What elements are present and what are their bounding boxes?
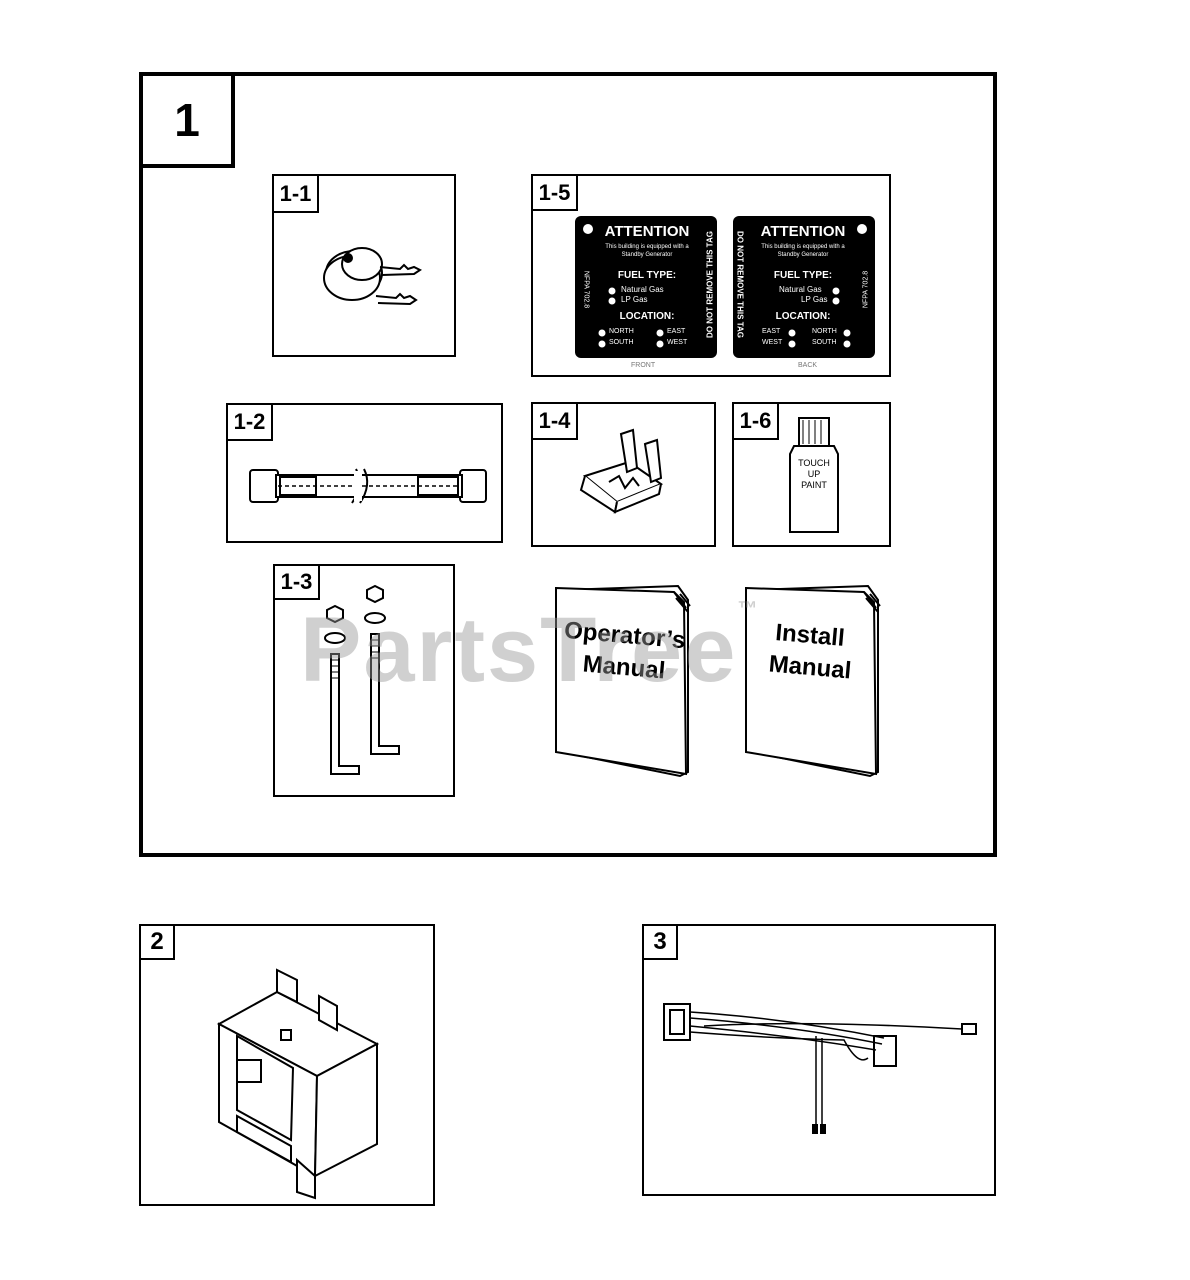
item-1-6-label: 1-6 [732, 402, 779, 440]
tag-back-loc-2: NORTH [812, 328, 837, 335]
tag-back-fuel-2: LP Gas [801, 295, 828, 304]
item-1-1-label: 1-1 [272, 174, 319, 213]
section-3-label: 3 [642, 924, 678, 960]
section-3-panel[interactable]: 3 [642, 924, 996, 1196]
operators-manual[interactable]: Operator’s Manual [550, 582, 695, 778]
tag-front-loc-1: NORTH [609, 328, 634, 335]
tag-back-caption: BACK [798, 362, 818, 369]
tag-back-loc-3: WEST [762, 339, 783, 346]
item-1-3-label: 1-3 [273, 564, 320, 600]
manual-book-icon [745, 584, 881, 778]
tag-front-side-text: DO NOT REMOVE THIS TAG [705, 231, 715, 338]
wire-harness-icon [663, 1003, 977, 1134]
paint-label-3: PAINT [801, 480, 827, 490]
item-1-4-panel[interactable]: 1-4 [531, 402, 716, 547]
item-1-3-panel[interactable]: 1-3 [273, 564, 455, 797]
breaker-module-icon [216, 968, 380, 1200]
tag-back-fuel-1: Natural Gas [779, 285, 822, 294]
tag-back-loc-1: EAST [762, 328, 781, 335]
tag-front-subtitle-2: Standby Generator [621, 252, 673, 258]
item-1-6-panel[interactable]: 1-6 TOUCH UP PAINT [732, 402, 891, 547]
tag-back-standard: NFPA 702.8 [862, 270, 870, 309]
tag-back-loc-4: SOUTH [812, 339, 837, 346]
section-2-panel[interactable]: 2 [139, 924, 435, 1206]
tag-back-fuel-label: FUEL TYPE: [773, 270, 833, 281]
tag-back-subtitle-1: This building is equipped with a [761, 244, 845, 250]
tag-front-caption: FRONT [631, 362, 656, 369]
tag-front-title: ATTENTION [604, 223, 690, 240]
tag-back-subtitle-2: Standby Generator [777, 252, 829, 258]
item-1-5-panel[interactable]: 1-5 ATTENTION This building is equipped … [531, 174, 891, 377]
hose-icon [249, 468, 487, 504]
tag-front-loc-3: SOUTH [609, 339, 634, 346]
tag-back-title: ATTENTION [760, 223, 846, 240]
tag-front-loc-2: EAST [667, 328, 686, 335]
paint-label-2: UP [807, 469, 821, 479]
paint-label-1: TOUCH [798, 458, 830, 468]
touch-up-paint-icon [789, 417, 839, 533]
watermark-mark: ™ [737, 598, 760, 620]
tag-back-location-label: LOCATION: [775, 311, 831, 322]
item-1-2-panel[interactable]: 1-2 [226, 403, 503, 543]
item-1-4-label: 1-4 [531, 402, 578, 440]
tag-front-standard: NFPA 702.8 [582, 270, 590, 309]
section-1-label: 1 [139, 72, 235, 168]
tag-front-loc-4: WEST [667, 339, 688, 346]
item-1-5-label: 1-5 [531, 174, 578, 211]
tag-front-location-label: LOCATION: [619, 311, 675, 322]
anchor-bolts-icon [324, 584, 400, 775]
item-1-2-label: 1-2 [226, 403, 273, 441]
manual-book-icon [555, 584, 691, 778]
item-1-1-panel[interactable]: 1-1 [272, 174, 456, 357]
fuse-icon [579, 428, 664, 514]
watermark: PartsTree™ [300, 598, 759, 703]
watermark-text: PartsTree [300, 599, 738, 701]
tag-front-fuel-label: FUEL TYPE: [617, 270, 677, 281]
install-manual[interactable]: Install Manual [740, 582, 885, 778]
tag-front-fuel-1: Natural Gas [621, 285, 664, 294]
attention-tag-icon [575, 216, 875, 358]
tag-back-side-text: DO NOT REMOVE THIS TAG [735, 231, 745, 338]
keys-icon [323, 247, 422, 306]
tag-front-fuel-2: LP Gas [621, 295, 648, 304]
section-2-label: 2 [139, 924, 175, 960]
tag-front-subtitle-1: This building is equipped with a [605, 244, 689, 250]
